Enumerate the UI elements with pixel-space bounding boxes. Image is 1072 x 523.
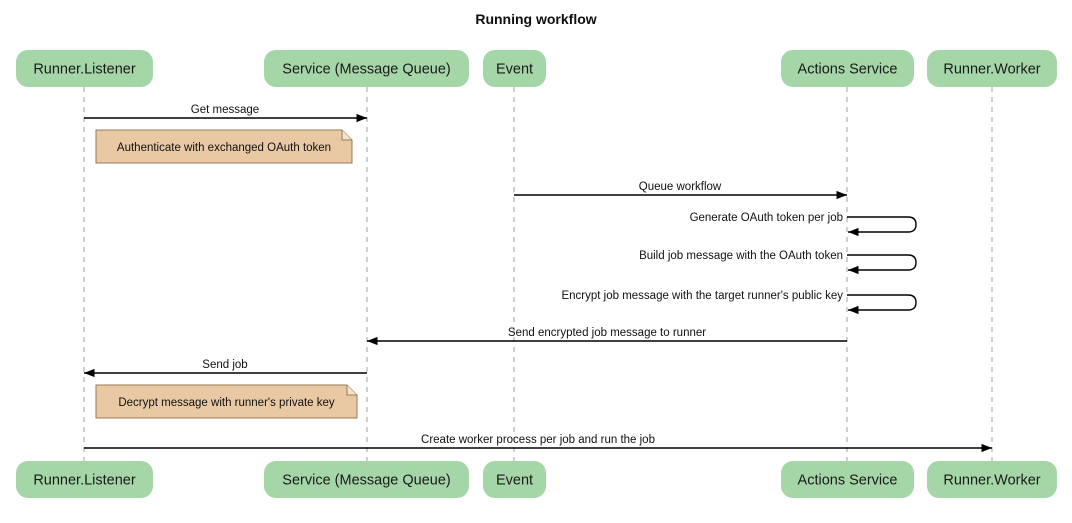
message-label: Send job <box>202 359 247 371</box>
message-msg-build-job-message[interactable]: Build job message with the OAuth token <box>639 250 917 275</box>
message-msg-queue-workflow[interactable]: Queue workflow <box>514 181 847 200</box>
participant-header-event[interactable]: Event <box>483 50 546 87</box>
participant-label: Actions Service <box>798 62 898 78</box>
participant-label: Runner.Listener <box>33 473 136 489</box>
message-msg-send-job[interactable]: Send job <box>84 359 367 378</box>
participant-box <box>16 50 153 87</box>
participant-box <box>781 461 914 498</box>
note-body <box>95 129 353 164</box>
note-body <box>95 384 358 419</box>
participant-footer-service-message-queue[interactable]: Service (Message Queue) <box>264 461 469 498</box>
participant-label: Event <box>496 473 533 489</box>
message-arrow <box>847 216 917 237</box>
participant-label: Service (Message Queue) <box>282 62 450 78</box>
participant-header-service-message-queue[interactable]: Service (Message Queue) <box>264 50 469 87</box>
participant-footer-runner-listener[interactable]: Runner.Listener <box>16 461 153 498</box>
participant-label: Service (Message Queue) <box>282 473 450 489</box>
participant-footer-actions-service[interactable]: Actions Service <box>781 461 914 498</box>
message-label: Generate OAuth token per job <box>690 212 843 224</box>
note-note-decrypt: Decrypt message with runner's private ke… <box>95 384 358 419</box>
message-label: Encrypt job message with the target runn… <box>561 290 843 302</box>
participant-box <box>483 461 546 498</box>
message-label: Get message <box>191 104 259 116</box>
message-arrow <box>847 254 917 275</box>
message-arrow <box>847 294 917 315</box>
page-title: Running workflow <box>475 11 596 27</box>
message-msg-create-worker-process[interactable]: Create worker process per job and run th… <box>84 434 992 453</box>
message-label: Send encrypted job message to runner <box>508 327 706 339</box>
participant-footer-runner-worker[interactable]: Runner.Worker <box>927 461 1057 498</box>
message-label: Create worker process per job and run th… <box>421 434 655 446</box>
message-msg-generate-oauth-token[interactable]: Generate OAuth token per job <box>690 212 917 237</box>
participant-label: Runner.Listener <box>33 62 136 78</box>
note-text: Authenticate with exchanged OAuth token <box>117 142 331 154</box>
participant-label: Event <box>496 62 533 78</box>
message-label: Build job message with the OAuth token <box>639 250 843 262</box>
participant-footer-event[interactable]: Event <box>483 461 546 498</box>
message-msg-get-message[interactable]: Get message <box>84 104 367 123</box>
note-note-authenticate: Authenticate with exchanged OAuth token <box>95 129 353 164</box>
note-fold-corner <box>346 385 357 396</box>
note-text: Decrypt message with runner's private ke… <box>118 397 335 409</box>
message-label: Queue workflow <box>639 181 722 193</box>
participant-header-actions-service[interactable]: Actions Service <box>781 50 914 87</box>
participant-box <box>927 461 1057 498</box>
participant-label: Runner.Worker <box>943 62 1040 78</box>
lifelines-group <box>83 87 993 461</box>
note-fold-corner <box>341 130 352 141</box>
participant-header-runner-worker[interactable]: Runner.Worker <box>927 50 1057 87</box>
message-msg-send-encrypted-job-message[interactable]: Send encrypted job message to runner <box>367 327 847 346</box>
participant-label: Runner.Worker <box>943 473 1040 489</box>
participant-box <box>264 50 469 87</box>
message-msg-encrypt-job-message[interactable]: Encrypt job message with the target runn… <box>561 290 917 315</box>
participant-label: Actions Service <box>798 473 898 489</box>
participant-box <box>16 461 153 498</box>
participant-box <box>264 461 469 498</box>
participant-box <box>483 50 546 87</box>
participant-header-runner-listener[interactable]: Runner.Listener <box>16 50 153 87</box>
notes-group: Authenticate with exchanged OAuth tokenD… <box>95 129 358 419</box>
participant-box <box>781 50 914 87</box>
participant-box <box>927 50 1057 87</box>
